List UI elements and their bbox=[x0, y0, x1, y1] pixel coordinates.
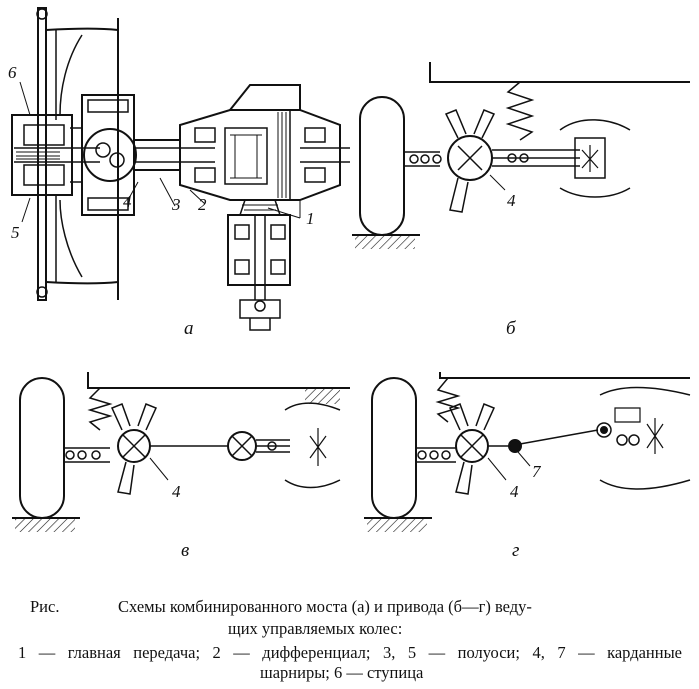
callout-a-5: 5 bbox=[11, 223, 20, 242]
callout-a-1: 1 bbox=[306, 209, 315, 228]
callout-a-4: 4 bbox=[123, 192, 132, 211]
callout-a-6: 6 bbox=[8, 63, 17, 82]
callout-g-4: 4 bbox=[510, 482, 519, 501]
caption-title-line2: щих управляемых колес: bbox=[228, 619, 403, 638]
panel-a-label: а bbox=[184, 318, 194, 339]
callout-b-4: 4 bbox=[507, 191, 516, 210]
panel-b-label: б bbox=[506, 318, 516, 339]
callout-g-7: 7 bbox=[532, 462, 542, 481]
callout-a-3: 3 bbox=[171, 195, 181, 214]
caption-lead: Рис. bbox=[30, 597, 60, 616]
legend-line1: 1 — главная передача; 2 — дифференциал; … bbox=[18, 643, 682, 662]
panel-g-label: г bbox=[512, 540, 520, 561]
callout-v-4: 4 bbox=[172, 482, 181, 501]
panel-g-drawing bbox=[364, 372, 691, 532]
callout-a-2: 2 bbox=[198, 195, 207, 214]
legend-line2: шарниры; 6 — ступица bbox=[260, 663, 424, 682]
panel-v-drawing bbox=[12, 372, 350, 532]
panel-b-drawing bbox=[352, 62, 690, 249]
panel-v-label: в bbox=[181, 540, 190, 561]
caption-title-line1: Схемы комбинированного моста (а) и приво… bbox=[118, 597, 532, 616]
panel-a-drawing bbox=[11, 7, 350, 331]
